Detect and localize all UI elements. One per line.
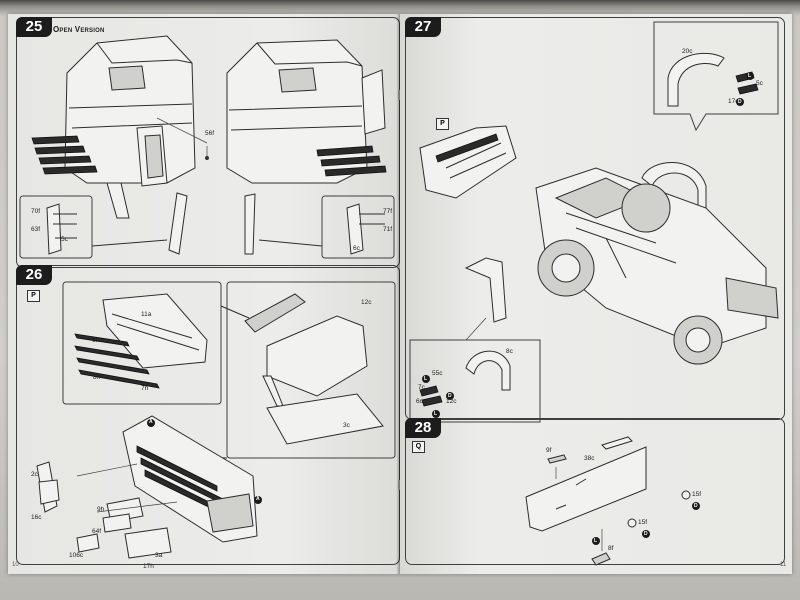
part-label-11a: 11a — [141, 311, 152, 318]
part-label-38c: 38c — [584, 455, 595, 462]
part-label-3c: 3c — [343, 422, 350, 429]
step-27-tag: P — [436, 118, 449, 130]
step-28-tag: Q — [412, 441, 425, 453]
part-label-56f: 56f — [205, 130, 215, 137]
step-27-panel: 27 P — [405, 17, 785, 423]
step-26-number: 26 — [16, 265, 52, 285]
part-label-7h: 7h — [141, 385, 149, 392]
step-25-panel: 25 Open Version — [16, 17, 400, 268]
part-label-20c: 20c — [682, 48, 693, 55]
part-label-9f: 9f — [546, 447, 552, 454]
callout-l-1: L — [748, 73, 752, 79]
part-label-17c: 17c — [728, 98, 739, 105]
part-label-3a: 3a — [155, 552, 163, 559]
callout-l-3: L — [434, 411, 438, 417]
callout-a-1: A — [149, 419, 153, 425]
step-25-number: 25 — [16, 17, 52, 37]
part-label-70f: 70f — [31, 208, 41, 215]
part-label-15f-1: 15f — [638, 519, 648, 526]
part-label-63f: 63f — [31, 226, 41, 233]
side-panel-drawing — [525, 436, 700, 566]
cab-drawing-left — [19, 35, 395, 259]
bumper-drawing — [36, 281, 396, 559]
left-page: 25 Open Version — [8, 14, 400, 574]
step-27-number: 27 — [405, 17, 441, 37]
part-label-6h: 6h — [92, 337, 100, 344]
part-label-64f: 64f — [92, 528, 102, 535]
callout-d-4: D — [694, 503, 698, 509]
part-label-5c: 5c — [61, 236, 68, 243]
step-28-panel: 28 Q 9f 38c 15f 15f 8f D D — [405, 418, 785, 566]
part-label-15f-2: 15f — [692, 491, 702, 498]
part-label-9h: 9h — [97, 506, 105, 513]
chassis-drawing — [409, 21, 779, 423]
part-label-2c: 2c — [31, 471, 38, 478]
part-label-8c: 8c — [506, 348, 513, 355]
callout-a-2: A — [256, 496, 260, 502]
part-label-77f: 77f — [383, 208, 393, 215]
page-number-right: 11 — [780, 562, 787, 568]
part-label-12c: 12c — [361, 299, 372, 306]
step-26-tag: P — [27, 290, 40, 302]
part-label-8h: 8h — [93, 374, 101, 381]
callout-d-3: D — [644, 531, 648, 537]
step-26-panel: 26 P — [16, 265, 400, 570]
page-number-left: 10 — [12, 562, 19, 568]
part-label-12c-right: 12c — [446, 398, 457, 405]
part-label-55c: 55c — [432, 370, 443, 377]
part-label-7c: 7c — [418, 384, 425, 391]
callout-l-2: L — [424, 376, 428, 382]
part-label-17h: 17h — [143, 563, 154, 570]
part-label-106c: 106c — [69, 552, 84, 559]
callout-d-2: D — [448, 393, 452, 399]
right-page: 27 P — [400, 14, 792, 574]
step-28-number: 28 — [405, 418, 441, 438]
part-label-5c-right: 5c — [756, 80, 763, 87]
callout-l-4: L — [594, 538, 598, 544]
part-label-6c-right: 6c — [416, 398, 423, 405]
part-label-6c: 6c — [353, 245, 360, 252]
part-label-8f: 8f — [608, 545, 614, 552]
step-25-subtitle: Open Version — [53, 25, 105, 34]
part-label-71f: 71f — [383, 226, 393, 233]
callout-d-1: D — [738, 99, 742, 105]
part-label-16c: 16c — [31, 514, 42, 521]
